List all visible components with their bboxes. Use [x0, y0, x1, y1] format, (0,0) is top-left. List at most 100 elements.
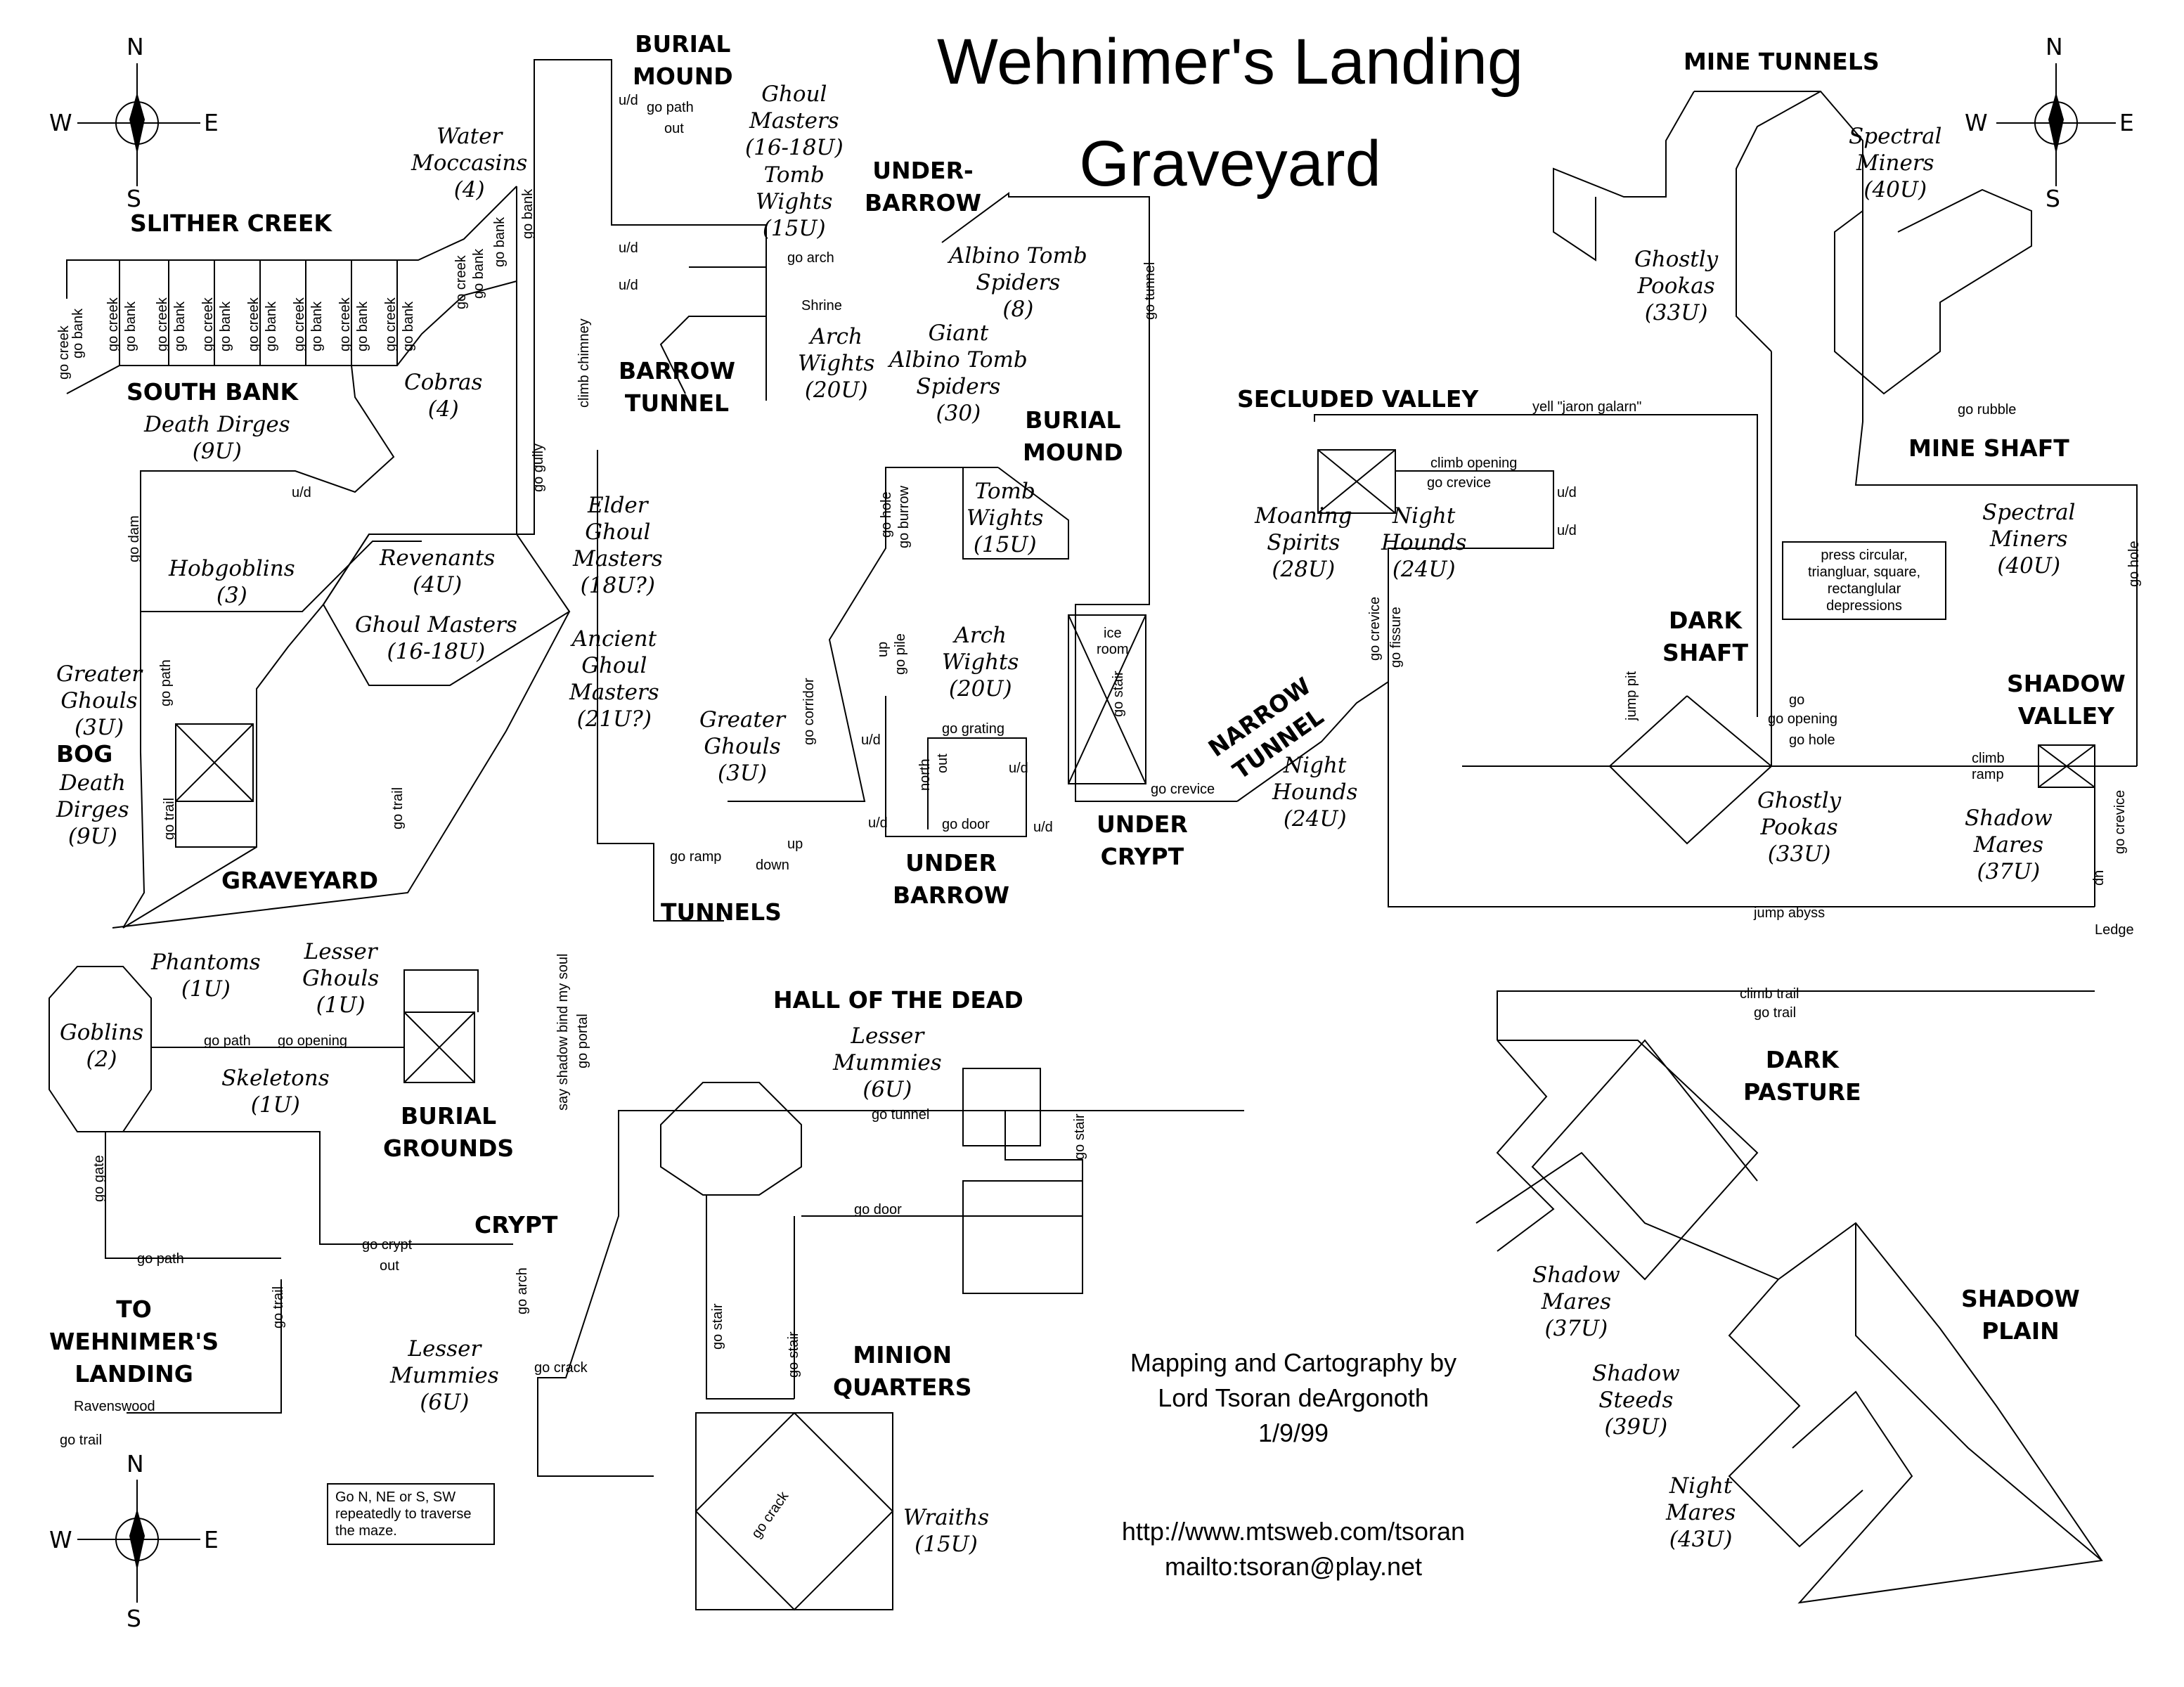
monster-cobras: Cobras(4): [404, 370, 483, 422]
direction-go-crevice: go crevice: [2112, 789, 2128, 854]
note-press-depressions: press circular, triangluar, square, rect…: [1782, 541, 1946, 620]
direction-up: up: [787, 836, 803, 852]
area-mine-shaft: MINE SHAFT: [1908, 434, 2069, 462]
compass-w: W: [49, 1526, 72, 1553]
direction-go-crevice: go crevice: [1427, 475, 1492, 491]
direction-ud: u/d: [861, 732, 881, 748]
direction-go-tunnel: go tunnel: [872, 1107, 930, 1123]
direction-out: out: [664, 121, 684, 136]
direction-go-trail: go trail: [60, 1433, 103, 1448]
direction-go-arch: go arch: [515, 1267, 530, 1314]
direction-go-hole: go hole: [879, 491, 894, 538]
direction-go-trail: go trail: [1754, 1005, 1797, 1021]
direction-go-bank: go bank: [70, 308, 86, 358]
direction-go-trail: go trail: [271, 1286, 286, 1329]
direction-go-gate: go gate: [91, 1155, 107, 1202]
area-tunnels: TUNNELS: [661, 898, 782, 926]
direction-go-path: go path: [647, 100, 694, 115]
direction-ud: u/d: [619, 240, 638, 256]
monster-skeletons: Skeletons(1U): [221, 1066, 330, 1118]
direction-jump-abyss: jump abyss: [1754, 905, 1826, 921]
direction-go-pile: go pile: [893, 633, 908, 675]
bog-paths: [141, 541, 422, 848]
direction-go-creek: go creek: [337, 297, 353, 351]
direction-ud: u/d: [1033, 820, 1053, 835]
direction-go-crevice: go crevice: [1367, 596, 1383, 661]
direction-go-path: go path: [158, 659, 174, 706]
monster-wraiths: Wraiths(15U): [903, 1505, 990, 1557]
direction-climb-opening: climb opening: [1430, 455, 1518, 471]
credits-mail[interactable]: mailto:tsoran@play.net: [1164, 1552, 1423, 1581]
direction-go-creek: go creek: [292, 297, 307, 351]
valley-paths: [1236, 414, 2095, 907]
direction-go-grating: go grating: [942, 721, 1004, 737]
direction-go-stair: go stair: [786, 1331, 801, 1378]
direction-ud: u/d: [292, 485, 311, 500]
area-south-bank: SOUTH BANK: [127, 378, 299, 406]
credits-url[interactable]: http://www.mtsweb.com/tsoran: [1121, 1517, 1466, 1546]
compass-n: N: [127, 1450, 144, 1478]
direction-north: north: [917, 758, 933, 791]
goblins-paths: [49, 966, 513, 1414]
mine-paths: [1462, 91, 2138, 907]
map-title-line2: Graveyard: [1079, 128, 1381, 200]
direction-go-bank: go bank: [309, 301, 325, 351]
direction-go-trail: go trail: [390, 787, 406, 829]
direction-climb-chimney: climb chimney: [576, 318, 592, 408]
direction-go-creek: go creek: [246, 297, 261, 351]
compass-rose-top-right: [1996, 63, 2116, 186]
direction-go-ramp: go ramp: [670, 849, 722, 865]
direction-go-fissure: go fissure: [1388, 607, 1404, 668]
ravenswood-label[interactable]: Ravenswood: [74, 1399, 155, 1414]
compass-w: W: [49, 109, 72, 136]
area-slither-creek: SLITHER CREEK: [130, 209, 332, 237]
compass-e: E: [204, 109, 219, 136]
direction-go-bank: go bank: [123, 301, 138, 351]
compass-w: W: [1965, 109, 1988, 136]
monster-goblins: Goblins(2): [60, 1020, 143, 1072]
direction-go-crack: go crack: [534, 1360, 588, 1376]
direction-go-stair: go stair: [710, 1303, 725, 1350]
compass-n: N: [2046, 33, 2063, 60]
compass-e: E: [204, 1526, 219, 1553]
area-hall-of-the-dead: HALL OF THE DEAD: [773, 986, 1023, 1014]
direction-ud: u/d: [1009, 761, 1028, 776]
compass-rose-top-left: [77, 63, 200, 186]
direction-ud: u/d: [1557, 485, 1577, 500]
credits-line2: Lord Tsoran deArgonoth: [1158, 1383, 1429, 1412]
direction-go-opening-top: go: [1789, 692, 1805, 708]
tunnel-paths: [517, 59, 1237, 922]
direction-go-path: go path: [204, 1033, 251, 1049]
direction-go-door: go door: [854, 1202, 902, 1217]
direction-go-bank: go bank: [492, 216, 508, 267]
direction-up: up: [875, 641, 891, 657]
credits-line1: Mapping and Cartography by: [1130, 1348, 1457, 1377]
compass-e: E: [2119, 109, 2134, 136]
